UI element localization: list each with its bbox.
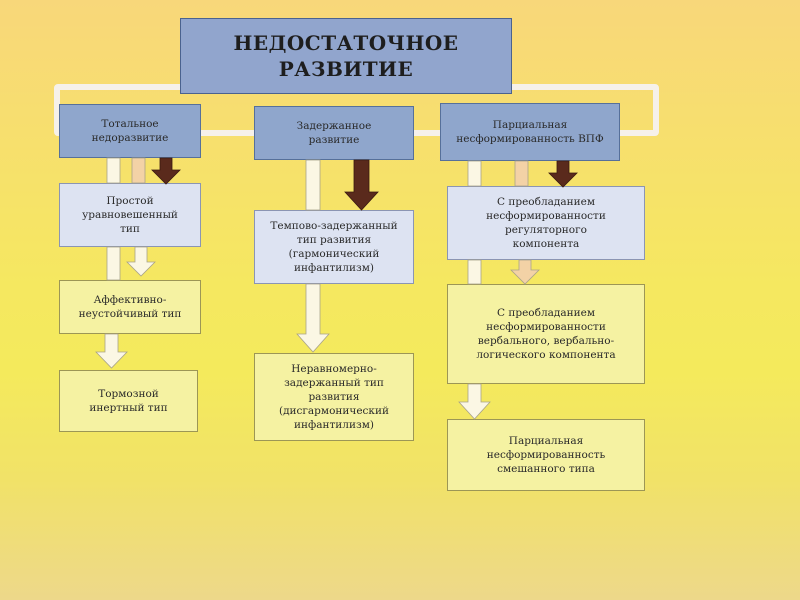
arrow-light	[458, 383, 491, 420]
connector-bar	[106, 246, 121, 281]
connector-bar	[131, 157, 146, 184]
box-inhibited-inert-type: Тормозной инертный тип	[59, 370, 198, 432]
arrow-light	[95, 333, 128, 369]
diagram-title: НЕДОСТАТОЧНОЕ РАЗВИТИЕ	[180, 18, 512, 94]
box-affective-unstable-type: Аффективно- неустойчивый тип	[59, 280, 201, 334]
box-uneven-delayed-type: Неравномерно- задержанный тип развития (…	[254, 353, 414, 441]
box-regulatory-component: С преобладанием несформированности регул…	[447, 186, 645, 260]
header-total-underdevelopment: Тотальное недоразвитие	[59, 104, 201, 158]
connector-bar	[514, 160, 529, 187]
connector-bar	[467, 259, 482, 285]
box-mixed-type: Парциальная несформированность смешанног…	[447, 419, 645, 491]
connector-bar	[106, 157, 121, 184]
arrow-light	[296, 283, 330, 353]
arrow-dark	[548, 160, 578, 188]
box-verbal-logical-component: С преобладанием несформированности верба…	[447, 284, 645, 384]
connector-bar	[467, 160, 482, 187]
arrow-light	[510, 259, 540, 285]
box-tempo-delayed-type: Темпово-задержанный тип развития (гармон…	[254, 210, 414, 284]
arrow-dark	[151, 157, 181, 185]
connector-bar	[305, 159, 321, 211]
arrow-dark	[344, 159, 379, 211]
header-delayed-development: Задержанное развитие	[254, 106, 414, 160]
arrow-light	[126, 246, 156, 277]
header-partial-unformedness: Парциальная несформированность ВПФ	[440, 103, 620, 161]
box-simple-balanced-type: Простой уравновешенный тип	[59, 183, 201, 247]
